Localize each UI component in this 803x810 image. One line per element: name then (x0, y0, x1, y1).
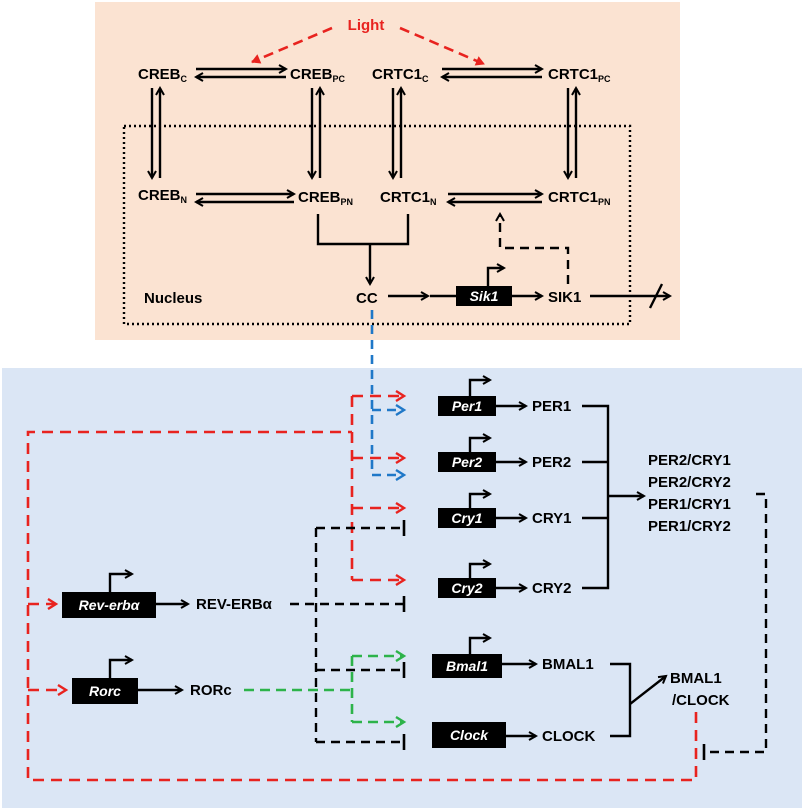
complex-label: PER2/CRY2 (648, 474, 731, 491)
bmal1-gene: Bmal1 (432, 638, 502, 678)
bmal1-clock-label: BMAL1 (670, 670, 722, 687)
per1-protein-label: PER1 (532, 398, 571, 415)
gene-to-protein-arrows (138, 406, 536, 736)
rev-erba-protein-label: REV-ERBα (196, 596, 273, 613)
creb-n-label: CREBN (138, 187, 187, 205)
svg-text:Rev-erbα: Rev-erbα (79, 597, 141, 613)
light-to-crebc-arrow (251, 26, 333, 64)
cry2-gene: Cry2 (438, 564, 496, 598)
cry1-gene: Cry1 (438, 494, 496, 528)
degradation-symbol (648, 283, 664, 309)
svg-text:Cry2: Cry2 (451, 580, 482, 596)
svg-text:Per2: Per2 (452, 454, 483, 470)
nucleus-label: Nucleus (144, 290, 202, 307)
creb-pc-label: CREBPC (290, 66, 346, 84)
creb-c-label: CREBC (138, 66, 188, 84)
complex-label: PER1/CRY1 (648, 496, 731, 513)
complex-label: PER2/CRY1 (648, 452, 731, 469)
nucleus-boundary (122, 124, 632, 326)
svg-text:Bmal1: Bmal1 (446, 658, 488, 674)
crtc1-pn-label: CRTC1PN (548, 189, 611, 207)
light-label: Light (348, 17, 385, 34)
rorc-protein-label: RORc (190, 682, 232, 699)
top-reversible-arrows (152, 69, 576, 284)
rorc-gene: Rorc (72, 660, 138, 704)
per2-gene: Per2 (438, 438, 496, 472)
per2-protein-label: PER2 (532, 454, 571, 471)
bmal1-clock-label: /CLOCK (672, 692, 730, 709)
complex-label: PER1/CRY2 (648, 518, 731, 535)
bmal1-clock-bracket (610, 662, 632, 738)
crtc1-n-label: CRTC1N (380, 189, 437, 207)
crtc1-pc-label: CRTC1PC (548, 66, 611, 84)
creb-pn-label: CREBPN (298, 189, 353, 207)
svg-text:Cry1: Cry1 (451, 510, 482, 526)
cry1-protein-label: CRY1 (532, 510, 571, 527)
svg-text:Rorc: Rorc (89, 683, 121, 699)
rev-erba-inhibition (290, 520, 406, 750)
clock-gene: Clock (432, 722, 506, 748)
svg-text:Per1: Per1 (452, 398, 483, 414)
cry2-protein-label: CRY2 (532, 580, 571, 597)
svg-text:Clock: Clock (450, 727, 489, 743)
cc-link-blue (370, 310, 404, 475)
crtc1-c-label: CRTC1C (372, 66, 429, 84)
bmal1-clock-complex-arrow (629, 676, 666, 705)
rev-erba-gene: Rev-erbα (62, 574, 156, 618)
bmal1-clock-activation-loop (26, 396, 698, 782)
rorc-activation (244, 656, 404, 722)
bmal1-protein-label: BMAL1 (542, 656, 594, 673)
top-panel-background (95, 2, 680, 340)
per-cry-inhibition-dashed (702, 492, 768, 760)
cc-label: CC (356, 290, 378, 307)
bottom-panel-background (2, 368, 802, 808)
clock-protein-label: CLOCK (542, 728, 595, 745)
per1-gene: Per1 (438, 380, 496, 416)
sik1-gene: Sik1 (456, 268, 512, 306)
sik1-to-crtc1pn-dashed (500, 214, 570, 284)
svg-text:Sik1: Sik1 (470, 288, 499, 304)
sik1-protein-label: SIK1 (548, 289, 581, 306)
